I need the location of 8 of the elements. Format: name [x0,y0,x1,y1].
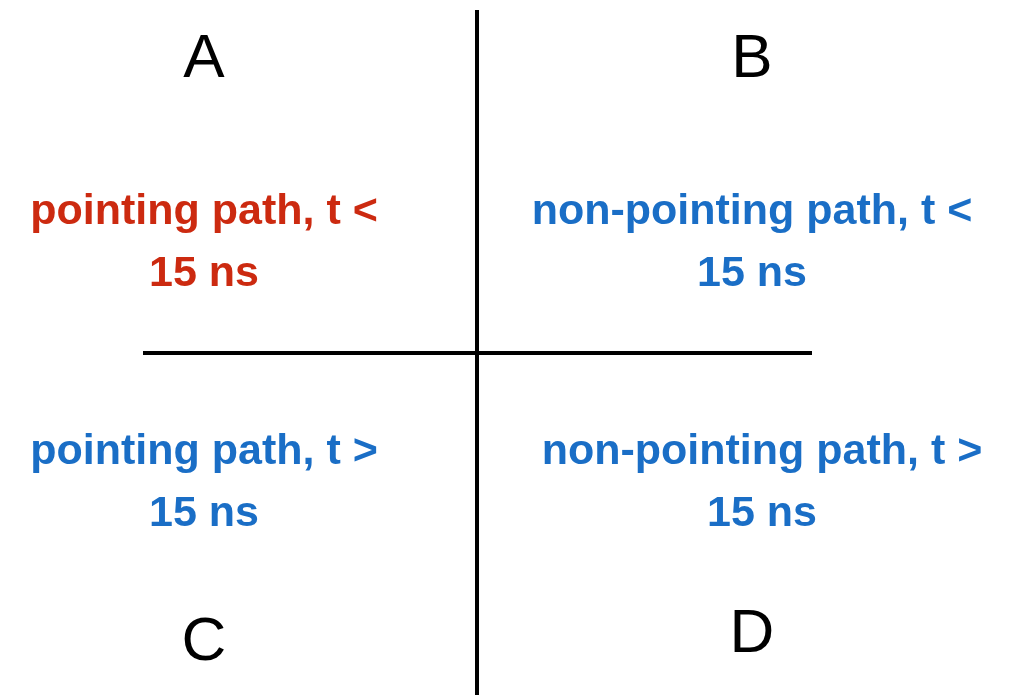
quadrant-letter: D [728,600,776,662]
quadrant-label: pointing path, t < 15 ns [29,184,379,297]
quadrant-letter: C [180,608,228,670]
quadrant-letter: A [182,25,226,87]
quadrant-label: non-pointing path, t > 15 ns [540,424,984,537]
quadrant-letter: B [730,25,774,87]
quadrant-label: pointing path, t > 15 ns [29,424,379,537]
quadrant-label: non-pointing path, t < 15 ns [530,184,974,297]
